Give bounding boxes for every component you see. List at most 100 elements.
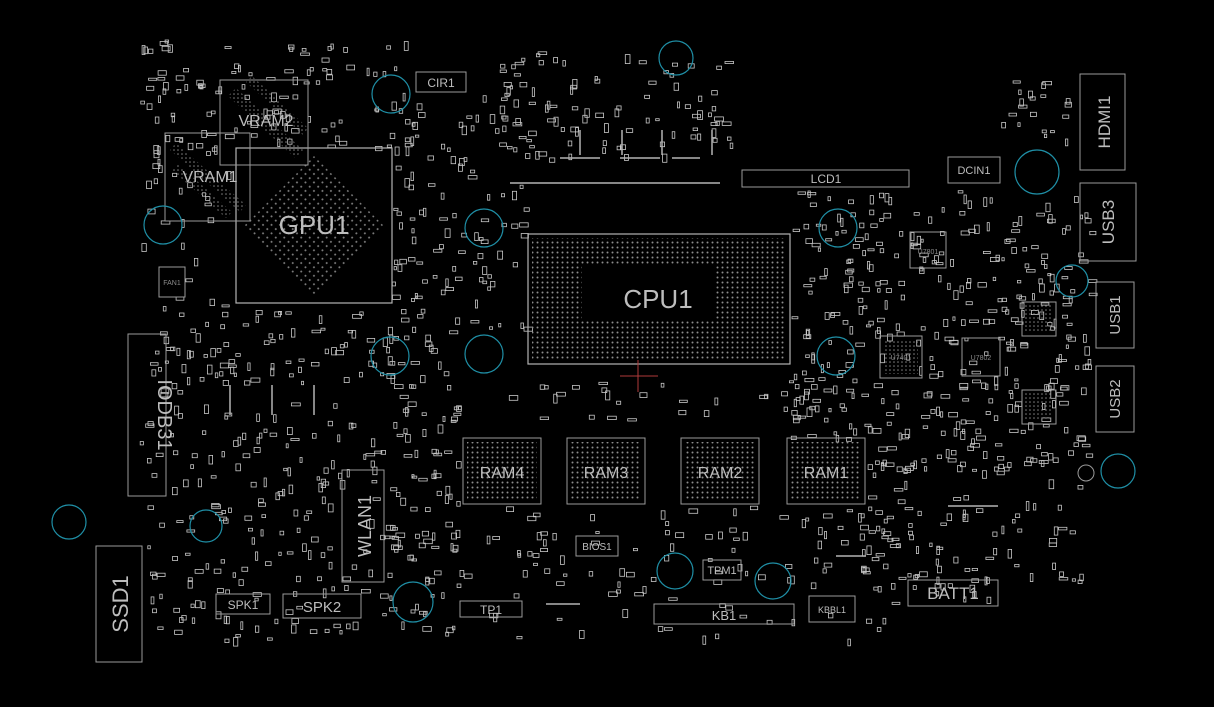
smd-pad [608, 591, 618, 597]
smd-pad [284, 69, 294, 74]
smd-pad [146, 180, 152, 190]
smd-pad [184, 84, 189, 91]
smd-pad [386, 45, 391, 50]
smd-pad [1001, 257, 1005, 262]
smd-pad [421, 412, 427, 416]
smd-pad [279, 95, 289, 99]
smd-pad [418, 542, 426, 549]
smd-pad [793, 398, 797, 408]
smd-pad [1058, 526, 1068, 531]
smd-pad [422, 428, 427, 437]
smd-pad [733, 537, 740, 541]
smd-pad [235, 463, 241, 472]
smd-pad [153, 178, 158, 185]
smd-pad [795, 397, 801, 401]
smd-pad [146, 103, 153, 110]
smd-pad [145, 423, 155, 428]
smd-pad [986, 222, 990, 232]
smd-pad [987, 309, 998, 313]
smd-pad [535, 150, 540, 160]
smd-pad [904, 428, 911, 438]
smd-pad [881, 398, 885, 405]
lcd-label: LCD1 [811, 172, 842, 186]
smd-pad [396, 211, 402, 216]
smd-pad [344, 342, 348, 348]
smd-pad [193, 257, 199, 267]
smd-pad [419, 209, 424, 216]
smd-pad [846, 509, 854, 513]
smd-pad [572, 385, 580, 390]
smd-pad [540, 531, 548, 536]
smd-pad [195, 333, 201, 343]
smd-pad [274, 618, 279, 625]
smd-pad [833, 385, 838, 395]
smd-pad [444, 228, 451, 238]
smd-pad [339, 630, 343, 635]
smd-pad [412, 121, 418, 130]
smd-pad [308, 550, 312, 560]
u7801-label: U7801 [918, 249, 939, 256]
smd-pad [411, 384, 417, 389]
smd-pad [697, 110, 703, 120]
smd-pad [447, 147, 451, 152]
smd-pad [549, 104, 558, 108]
smd-pad [408, 184, 414, 191]
smd-pad [296, 575, 301, 583]
smd-pad [389, 595, 393, 601]
smd-pad [984, 576, 988, 586]
smd-pad [957, 465, 963, 473]
smd-pad [1077, 484, 1084, 490]
smd-pad [883, 212, 892, 219]
smd-pad [427, 183, 436, 187]
smd-pad [206, 111, 212, 117]
smd-pad [337, 434, 341, 443]
smd-pad [1070, 289, 1076, 294]
smd-pad [446, 384, 452, 391]
smd-pad [391, 536, 400, 540]
smd-pad [199, 376, 205, 382]
smd-pad [1004, 466, 1010, 472]
smd-pad [159, 522, 165, 528]
smd-pad [504, 92, 510, 97]
cpu-label: CPU1 [623, 284, 692, 314]
smd-pad [179, 138, 184, 143]
smd-pad [1071, 578, 1076, 582]
smd-pad [225, 589, 230, 595]
smd-pad [408, 384, 414, 389]
cir-label: CIR1 [427, 76, 455, 90]
smd-pad [520, 233, 529, 239]
smd-pad [562, 60, 566, 67]
smd-pad [285, 609, 294, 615]
smd-pad [372, 497, 381, 501]
smd-pad [971, 578, 979, 583]
smd-pad [984, 351, 989, 356]
ram4-label: RAM4 [480, 465, 525, 482]
smd-pad [416, 103, 423, 111]
smd-pad [688, 508, 699, 514]
smd-pad [657, 626, 664, 632]
smd-pad [941, 207, 945, 213]
smd-pad [414, 134, 420, 138]
smd-pad [404, 335, 410, 341]
smd-pad [898, 576, 907, 580]
smd-pad [805, 517, 810, 522]
smd-pad [410, 171, 414, 182]
passive-components [139, 39, 1098, 647]
smd-pad [840, 217, 844, 227]
smd-pad [644, 94, 650, 99]
smd-pad [642, 586, 647, 594]
smd-pad [969, 360, 978, 366]
smd-pad [929, 373, 939, 379]
smd-pad [959, 285, 964, 293]
smd-pad [434, 570, 442, 576]
smd-pad [886, 515, 894, 520]
smd-pad [177, 390, 184, 395]
smd-pad [531, 87, 535, 97]
smd-pad [879, 218, 884, 222]
smd-pad [910, 232, 915, 242]
smd-pad [459, 157, 465, 166]
smd-pad [806, 329, 810, 336]
smd-pad [292, 94, 299, 100]
smd-pad [1049, 538, 1058, 544]
smd-pad [616, 589, 621, 594]
